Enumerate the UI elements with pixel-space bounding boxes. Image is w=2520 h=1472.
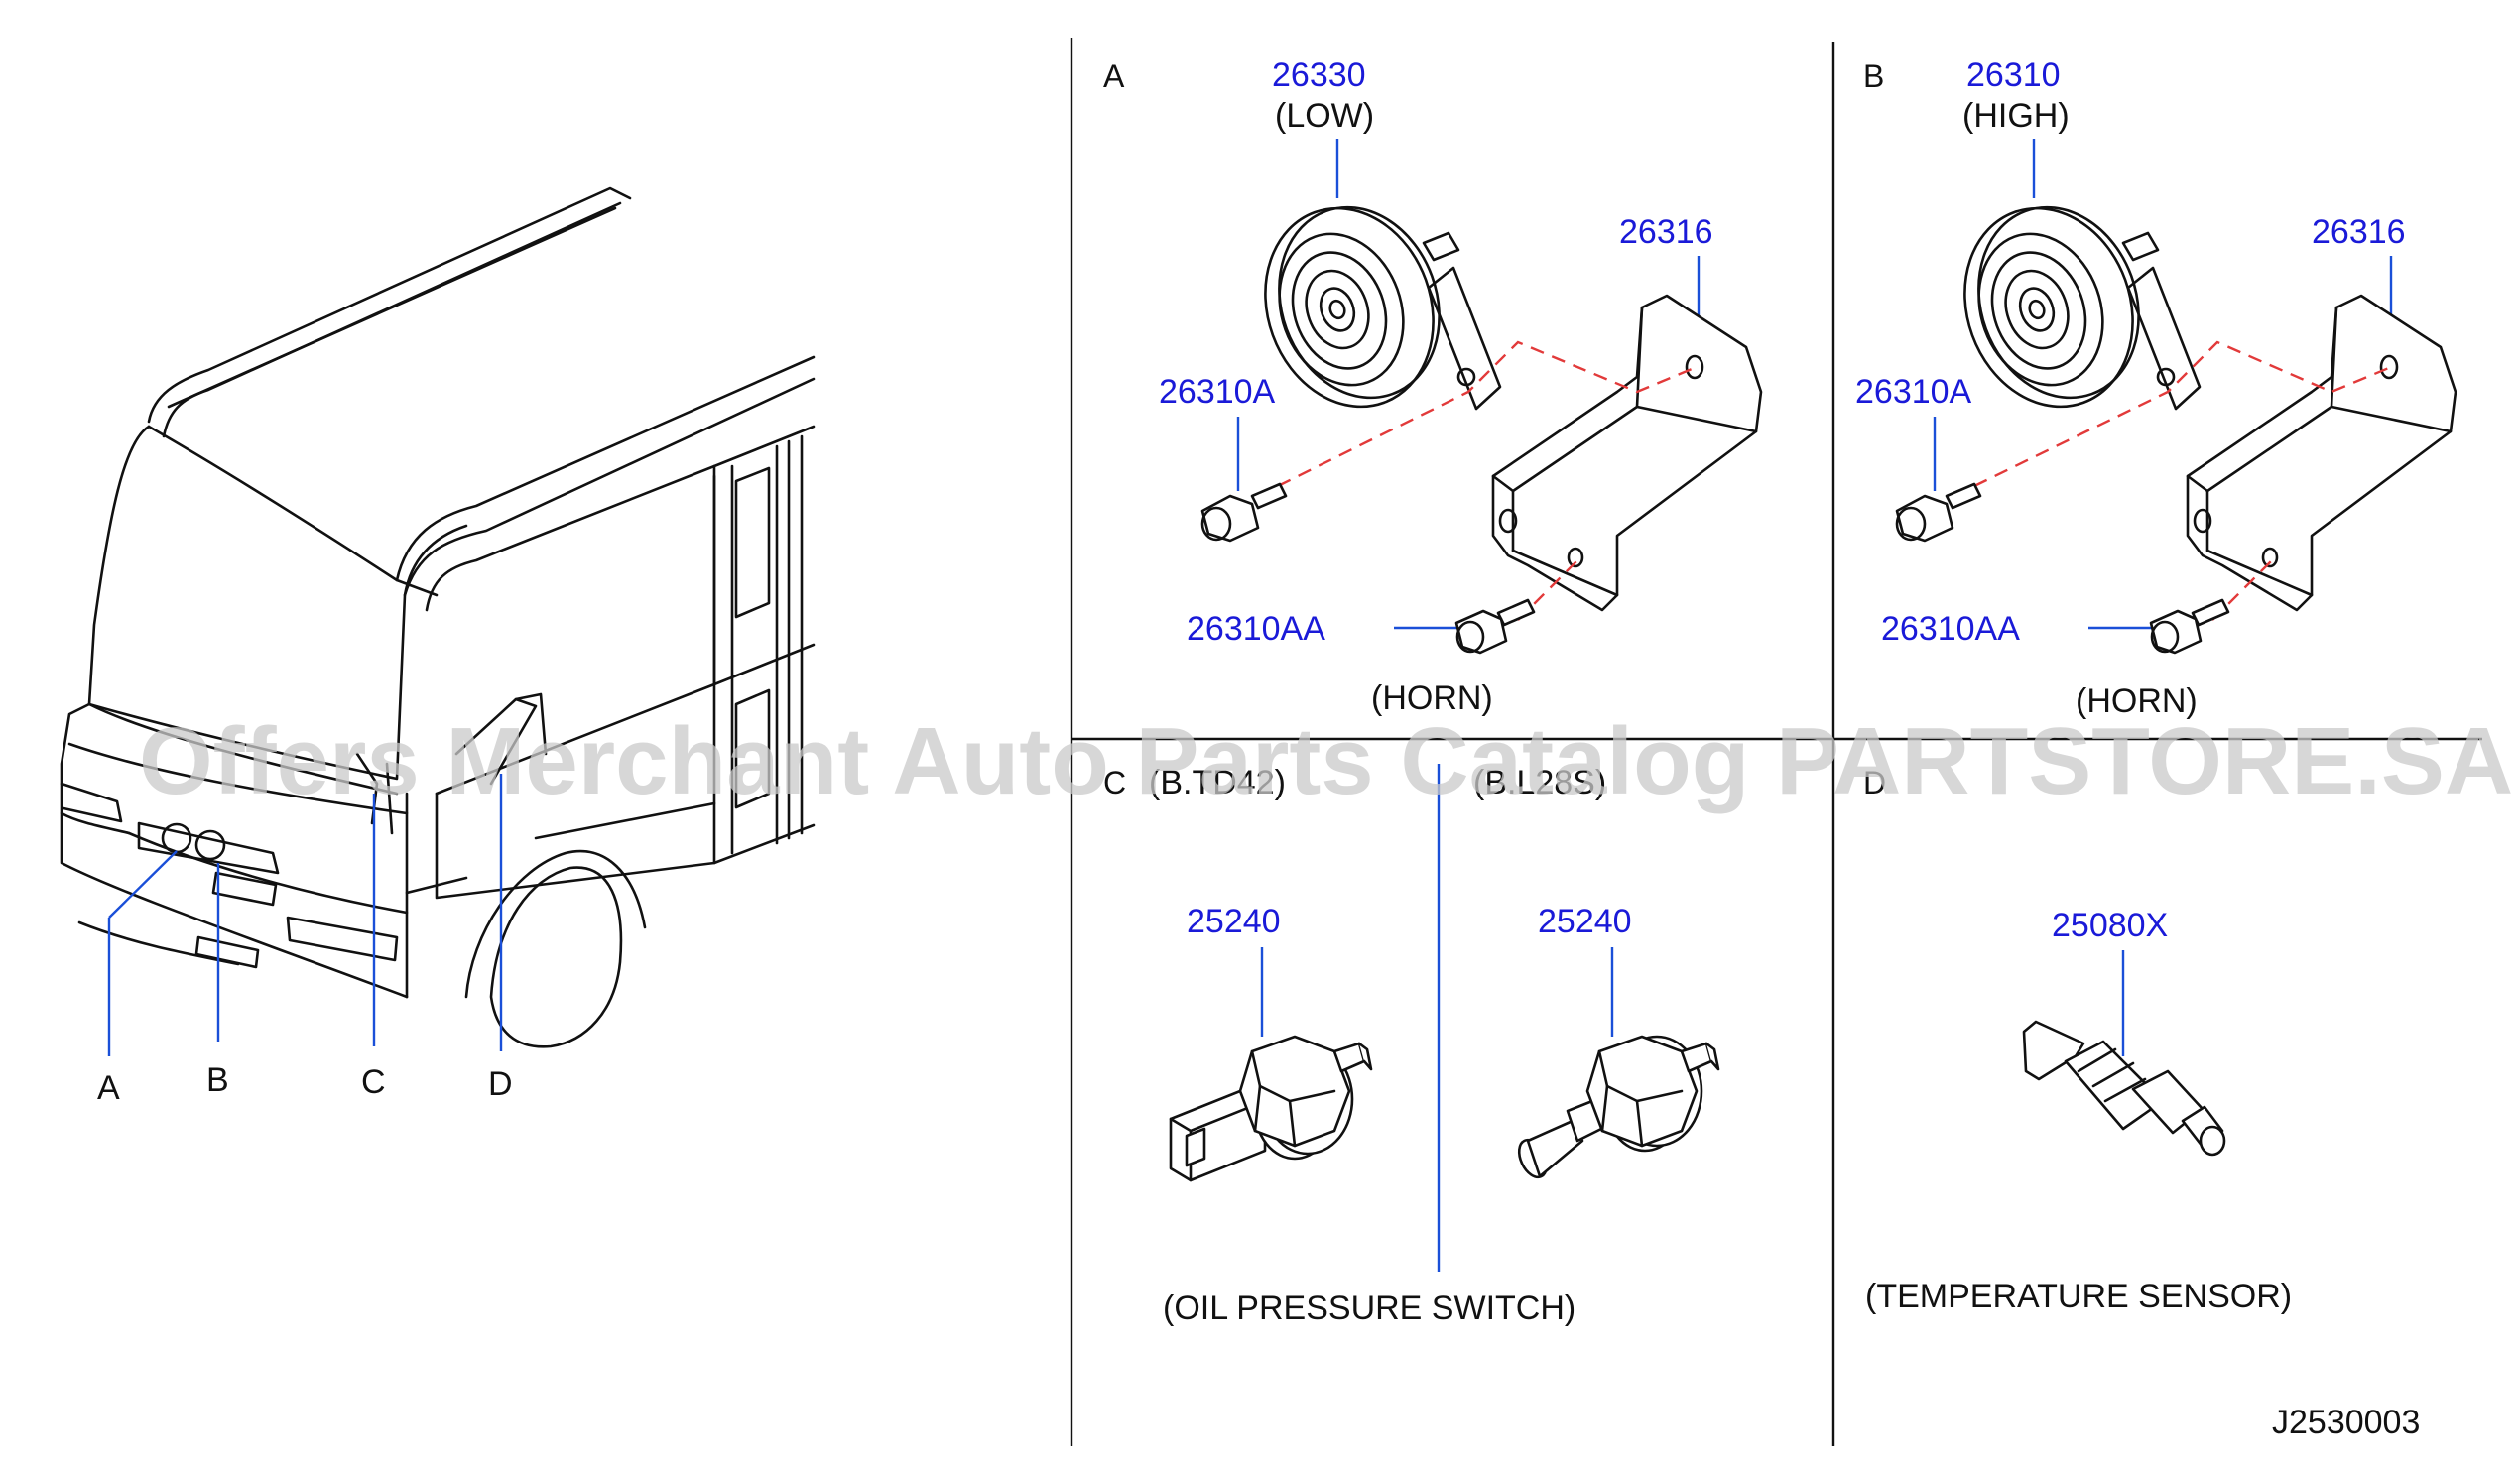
horn-low-icon: [1264, 205, 1502, 411]
horn-caption-a: (HORN): [1371, 679, 1493, 717]
section-d: D 25080X (TEMPERATURE SENSOR): [1863, 765, 2292, 1315]
vehicle-drawing: A B C D: [60, 186, 816, 1107]
section-b: B 26310 (HIGH) 26316: [1855, 57, 2457, 720]
horn-high-note: (HIGH): [1962, 97, 2070, 135]
variant-l28s: (B.L28S): [1473, 764, 1606, 801]
section-c: C (B.TD42) (B.L28S) 25240 25240: [1103, 764, 1720, 1327]
callout-b: B: [206, 1061, 229, 1099]
part-number-26310aa-b[interactable]: 26310AA: [1881, 610, 2020, 648]
bracket-a-icon: [1491, 294, 1763, 612]
section-d-letter: D: [1863, 765, 1886, 800]
section-a-letter: A: [1103, 59, 1125, 94]
section-c-letter: C: [1103, 765, 1126, 800]
panel-dividers: [1070, 38, 2482, 1446]
bolt-26310a-icon: [1200, 482, 1288, 543]
bolt-26310aa-icon: [1454, 598, 1536, 655]
horn-low-note: (LOW): [1275, 97, 1374, 135]
oil-pressure-switch-caption: (OIL PRESSURE SWITCH): [1163, 1289, 1575, 1327]
part-number-26310aa-a[interactable]: 26310AA: [1187, 610, 1325, 648]
watermark: Offers Merchant Auto Parts Catalog PARTS…: [139, 708, 2513, 814]
bolt-26310a-b-icon: [1895, 482, 1982, 543]
bracket-b-icon: [2186, 294, 2457, 612]
temperature-sensor-icon: [2022, 1020, 2226, 1157]
callout-d: D: [488, 1065, 513, 1103]
part-number-26316-b[interactable]: 26316: [2312, 213, 2406, 251]
bolt-26310aa-b-icon: [2149, 598, 2230, 655]
horn-high-icon: [1963, 205, 2202, 411]
part-number-26310a-a[interactable]: 26310A: [1159, 373, 1276, 411]
temperature-sensor-caption: (TEMPERATURE SENSOR): [1865, 1278, 2292, 1315]
horn-caption-b: (HORN): [2076, 682, 2198, 720]
callout-a: A: [97, 1069, 120, 1107]
part-number-26330[interactable]: 26330: [1272, 57, 1366, 94]
part-number-26310[interactable]: 26310: [1966, 57, 2061, 94]
part-number-25240-left[interactable]: 25240: [1187, 903, 1281, 940]
part-number-26316-a[interactable]: 26316: [1619, 213, 1713, 251]
oil-pressure-switch-l28s-icon: [1517, 1035, 1720, 1179]
section-b-letter: B: [1863, 59, 1884, 94]
section-a: A 26330 (LOW) 26316: [1103, 57, 1763, 717]
variant-td42: (B.TD42): [1149, 764, 1286, 801]
oil-pressure-switch-td42-icon: [1169, 1035, 1373, 1182]
part-number-25080x[interactable]: 25080X: [2052, 907, 2168, 944]
diagram-code: J2530003: [2272, 1404, 2420, 1441]
part-number-25240-right[interactable]: 25240: [1538, 903, 1632, 940]
callout-c: C: [361, 1063, 386, 1101]
part-number-26310a-b[interactable]: 26310A: [1855, 373, 1972, 411]
